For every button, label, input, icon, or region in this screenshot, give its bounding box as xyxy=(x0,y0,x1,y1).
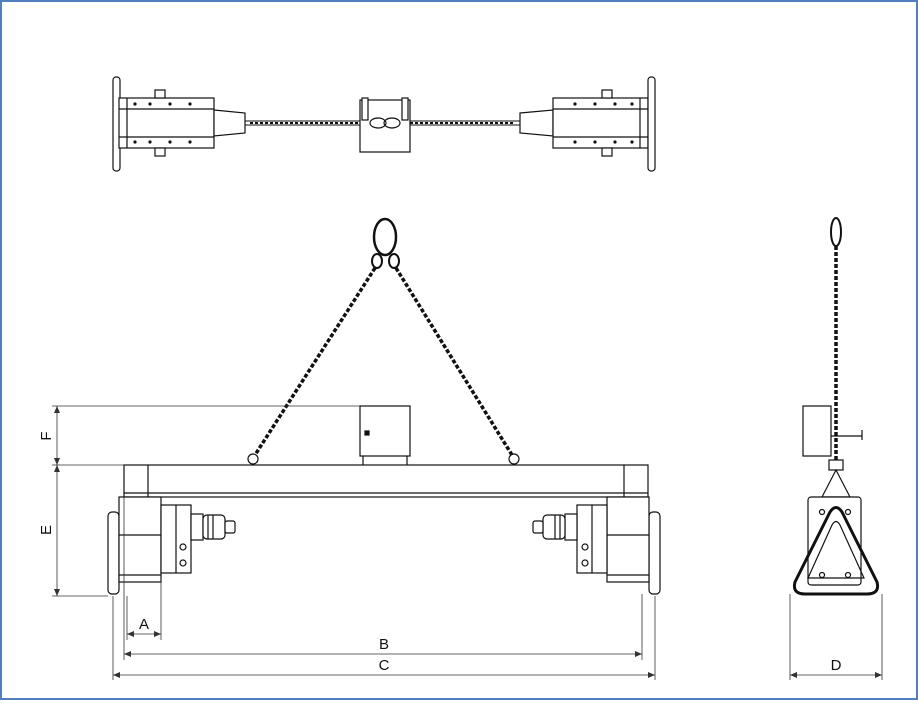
top-left-clamp-body xyxy=(118,97,215,149)
dimension-arrows xyxy=(54,406,882,678)
top-view xyxy=(112,76,656,172)
side-control-box xyxy=(802,405,832,457)
dim-label-f: F xyxy=(38,431,55,440)
dimension-lines xyxy=(52,405,883,680)
top-right-end-plate xyxy=(647,76,656,172)
master-link xyxy=(372,217,398,257)
right-clamp-pad xyxy=(648,511,661,595)
left-clamp-housing xyxy=(118,496,162,583)
left-motor xyxy=(202,514,226,540)
sling-chains xyxy=(253,267,514,456)
side-view xyxy=(793,217,879,596)
side-clamp-plate xyxy=(807,496,862,586)
right-clamp-housing xyxy=(606,496,650,583)
right-motor xyxy=(542,514,566,540)
dim-label-c: C xyxy=(379,657,390,674)
main-beam xyxy=(123,464,649,498)
dim-label-e: E xyxy=(38,525,55,535)
top-right-clamp-body xyxy=(552,97,649,149)
left-clamp-pad xyxy=(107,511,120,595)
front-view xyxy=(107,217,661,595)
dim-label-d: D xyxy=(831,657,842,674)
dim-label-b: B xyxy=(379,636,389,653)
triangle-lifting-frame xyxy=(793,506,879,596)
dim-label-a: A xyxy=(139,616,149,633)
